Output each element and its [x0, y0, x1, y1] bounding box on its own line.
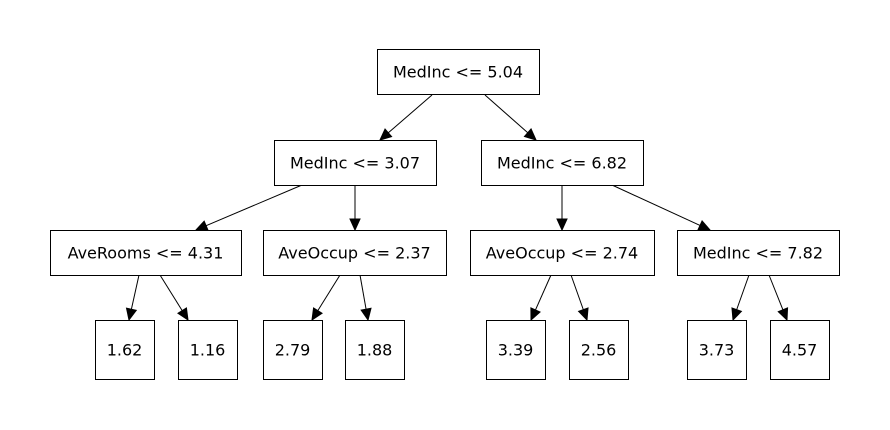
edge-n5-l5 — [570, 274, 584, 310]
arrowhead-n3-l0 — [125, 307, 138, 322]
edge-n0-n2 — [484, 94, 529, 134]
node-label: 4.57 — [782, 341, 818, 360]
arrowhead-n2-n5 — [556, 218, 568, 232]
leaf-node-l0: 1.62 — [95, 320, 155, 380]
node-box — [677, 230, 840, 276]
leaf-node-l5: 2.56 — [569, 320, 629, 380]
node-label: 2.56 — [581, 341, 617, 360]
arrowhead-n6-l6 — [731, 307, 743, 322]
node-box — [481, 140, 644, 186]
split-node-n4: AveOccup <= 2.37 — [263, 230, 447, 276]
arrowhead-n0-n1 — [379, 128, 393, 141]
edge-n6-l6 — [736, 274, 750, 310]
arrowhead-n5-l5 — [577, 307, 589, 322]
node-box — [178, 320, 238, 380]
node-box — [345, 320, 405, 380]
leaf-node-l6: 3.73 — [687, 320, 747, 380]
edge-n4-l2 — [317, 274, 341, 311]
edge-n1-n3 — [205, 184, 303, 227]
leaf-node-l2: 2.79 — [263, 320, 323, 380]
split-node-n0: MedInc <= 5.04 — [377, 49, 540, 95]
arrowhead-n0-n2 — [523, 128, 537, 141]
split-node-n5: AveOccup <= 2.74 — [470, 230, 655, 276]
node-label: MedInc <= 7.82 — [693, 244, 823, 263]
edge-n4-l3 — [359, 274, 367, 310]
arrowhead-n3-l1 — [177, 307, 189, 322]
node-label: 1.88 — [357, 341, 393, 360]
node-label: MedInc <= 6.82 — [497, 154, 627, 173]
split-node-n2: MedInc <= 6.82 — [481, 140, 644, 186]
edge-n5-l4 — [535, 274, 552, 311]
arrowhead-n6-l7 — [777, 307, 789, 322]
node-label: MedInc <= 5.04 — [393, 63, 523, 82]
arrowhead-n4-l3 — [360, 307, 372, 322]
node-box — [569, 320, 629, 380]
leaf-node-l4: 3.39 — [486, 320, 546, 380]
node-label: 3.39 — [498, 341, 534, 360]
node-box — [377, 49, 540, 95]
leaf-node-l3: 1.88 — [345, 320, 405, 380]
node-box — [95, 320, 155, 380]
node-box — [470, 230, 655, 276]
edge-n0-n1 — [387, 94, 433, 134]
edge-n2-n6 — [611, 184, 701, 226]
arrowhead-n2-n6 — [697, 219, 712, 231]
node-box — [486, 320, 546, 380]
node-box — [770, 320, 830, 380]
node-box — [687, 320, 747, 380]
edge-n3-l1 — [159, 274, 183, 311]
tree-edges — [125, 94, 789, 322]
leaf-node-l1: 1.16 — [178, 320, 238, 380]
node-label: AveOccup <= 2.37 — [278, 244, 430, 263]
leaf-node-l7: 4.57 — [770, 320, 830, 380]
node-label: 1.16 — [190, 341, 226, 360]
split-node-n3: AveRooms <= 4.31 — [50, 230, 242, 276]
node-label: 2.79 — [275, 341, 311, 360]
edge-n6-l7 — [768, 274, 784, 310]
node-box — [263, 230, 447, 276]
node-box — [263, 320, 323, 380]
node-box — [50, 230, 242, 276]
node-label: MedInc <= 3.07 — [290, 154, 420, 173]
arrowhead-n4-l2 — [311, 307, 323, 322]
node-label: 1.62 — [107, 341, 143, 360]
node-box — [274, 140, 437, 186]
node-label: AveRooms <= 4.31 — [68, 244, 224, 263]
arrowhead-n5-l4 — [530, 307, 541, 322]
node-label: 3.73 — [699, 341, 735, 360]
split-node-n1: MedInc <= 3.07 — [274, 140, 437, 186]
edge-n3-l0 — [130, 274, 140, 310]
arrowhead-n1-n4 — [349, 218, 361, 232]
arrowhead-n1-n3 — [194, 220, 209, 231]
split-node-n6: MedInc <= 7.82 — [677, 230, 840, 276]
node-label: AveOccup <= 2.74 — [486, 244, 638, 263]
